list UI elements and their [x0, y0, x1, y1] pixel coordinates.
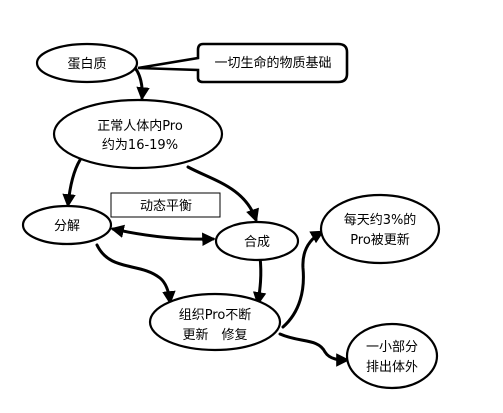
node-normal: 正常人体内Pro 约为16-19% [52, 98, 224, 170]
node-note-label: 一切生命的物质基础 [214, 55, 331, 71]
edge-synthesis-to-tissue [252, 255, 267, 306]
edge-decompose-to-tissue [95, 243, 176, 305]
edge-normal-to-decompose [62, 158, 82, 208]
node-balance: 动态平衡 [110, 192, 221, 218]
node-protein-label: 蛋白质 [67, 56, 106, 72]
edge-normal-to-synthesis [186, 165, 259, 223]
node-decompose-label: 分解 [54, 219, 80, 234]
node-decompose: 分解 [21, 204, 113, 246]
node-protein: 蛋白质 [35, 42, 139, 84]
node-normal-line2: 约为16-19% [102, 138, 178, 153]
node-tissue-line1: 组织Pro不断 [179, 308, 252, 323]
edge-balance-link [110, 224, 216, 247]
node-note: 一切生命的物质基础 [137, 42, 349, 84]
node-excrete-line1: 一小部分 [366, 340, 418, 355]
edge-tissue-to-daily [281, 230, 325, 329]
node-synthesis-label: 合成 [244, 235, 270, 250]
node-tissue: 组织Pro不断 更新 修复 [148, 292, 282, 352]
node-daily-line1: 每天约3%的 [344, 212, 417, 228]
node-normal-line1: 正常人体内Pro [97, 118, 183, 134]
node-tissue-line2: 更新 修复 [182, 327, 247, 343]
node-daily: 每天约3%的 Pro被更新 [319, 193, 441, 265]
node-excrete-line2: 排出体外 [366, 360, 418, 375]
node-excrete: 一小部分 排出体外 [345, 322, 439, 390]
edges [62, 63, 350, 367]
node-daily-line2: Pro被更新 [350, 232, 410, 248]
node-balance-label: 动态平衡 [140, 199, 192, 214]
node-synthesis: 合成 [214, 220, 300, 262]
edge-tissue-to-excrete [278, 332, 350, 367]
